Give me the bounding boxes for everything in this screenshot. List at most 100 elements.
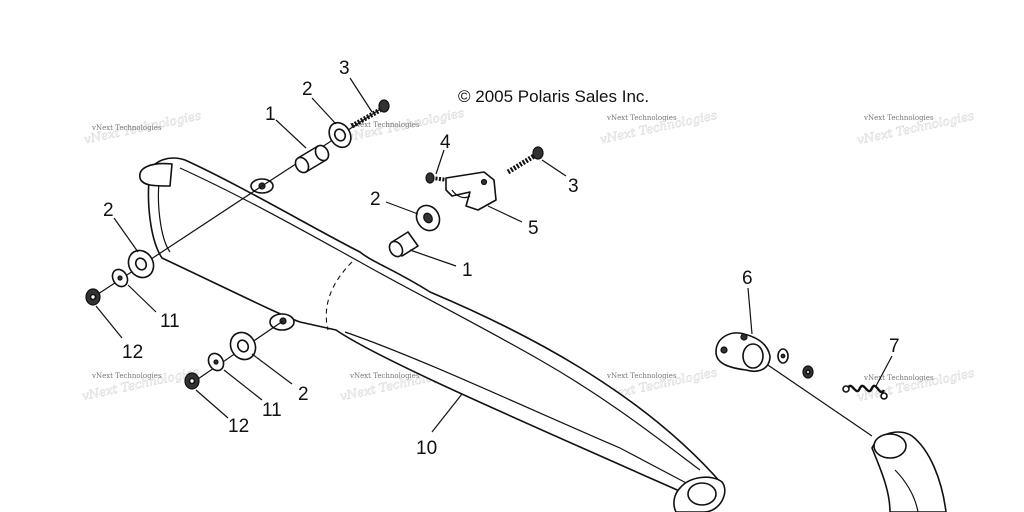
washer-11-lower-hole — [213, 359, 219, 365]
leader-c11a — [127, 284, 157, 313]
nut-flange-hole — [805, 369, 811, 375]
left-upper-stack — [85, 185, 263, 306]
callout-2-upper: 2 — [302, 79, 313, 100]
muffler-body — [147, 157, 723, 501]
watermark-5: vNext Technologies vNext Technologies — [80, 364, 200, 403]
watermark-3: vNext Technologies vNext Technologies — [598, 108, 718, 147]
nut-12-lower-hole — [188, 377, 196, 385]
watermark-text-2: vNext Technologies — [349, 121, 420, 129]
callout-2-lower: 2 — [298, 384, 309, 405]
callout-5: 5 — [528, 218, 539, 239]
bushing-1-bracket-face — [388, 240, 404, 258]
watermark-text-7: vNext Technologies — [606, 372, 677, 380]
nut-12-lower — [184, 372, 200, 390]
watermark-text-8: vNext Technologies — [863, 374, 934, 382]
bolt-upper-shank — [350, 107, 382, 129]
leader-c2a — [311, 97, 337, 125]
leader-c2b — [385, 201, 419, 215]
callout-6: 6 — [742, 268, 753, 289]
callout-12-left: 12 — [122, 342, 143, 363]
flange-assembly — [715, 332, 888, 437]
callout-3-bracket: 3 — [568, 176, 579, 197]
grommet-upper — [328, 121, 352, 149]
grommet-2-left-upper — [127, 249, 155, 279]
leader-c2c — [113, 217, 139, 253]
washer-11-left-upper-hole — [117, 275, 123, 281]
bolt-3-lower — [506, 146, 544, 175]
bushing-upper-face — [294, 156, 310, 174]
bolt-upper-head — [378, 99, 390, 113]
bolt-3-lower-head — [532, 146, 544, 160]
watermark-text-1: vNext Technologies — [91, 124, 162, 132]
lower-stack — [184, 320, 284, 390]
spring-7 — [842, 384, 888, 400]
bracket-assembly — [388, 146, 544, 258]
callout-3-upper: 3 — [339, 58, 350, 79]
muffler-lower-edge — [344, 331, 691, 486]
grommet-2-left-upper-inner — [134, 257, 148, 271]
grommet-2-lower-inner — [236, 339, 250, 353]
leader-c12a — [95, 305, 123, 339]
muffler-hidden-edge — [325, 261, 353, 331]
muffler-outlet-opening — [687, 482, 717, 506]
muffler-seam — [179, 167, 701, 471]
leader-c6 — [747, 287, 753, 335]
muffler-inlet-stub — [139, 162, 173, 187]
washer-flange — [777, 348, 789, 364]
bracket-5 — [445, 171, 497, 211]
spring-7-hook-left — [842, 385, 850, 393]
leader-c7 — [875, 355, 893, 387]
callouts: 1 2 3 4 3 2 5 1 2 11 12 2 11 12 10 6 7 — [103, 58, 900, 459]
bolt-upper — [350, 99, 390, 129]
leader-c12b — [195, 389, 229, 419]
callout-11-left: 11 — [160, 311, 180, 332]
watermark-4: vNext Technologies vNext Technologies — [855, 108, 975, 147]
leader-c3a — [349, 77, 373, 113]
bracket-5-bend — [451, 189, 471, 199]
watermark-text-5: vNext Technologies — [91, 372, 162, 380]
leader-c4 — [435, 149, 445, 175]
nut-flange — [802, 365, 814, 379]
leader-c1a — [275, 119, 307, 149]
callout-12-lower: 12 — [228, 416, 249, 437]
leader-c2d — [251, 353, 293, 385]
watermark-text-4: vNext Technologies — [863, 114, 934, 122]
spring-7-coils — [846, 384, 886, 394]
exhaust-pipe-opening — [873, 433, 907, 459]
copyright-text: © 2005 Polaris Sales Inc. — [458, 87, 649, 106]
callout-leaders — [95, 77, 893, 433]
exhaust-pipe — [871, 431, 947, 512]
watermark-text-6: vNext Technologies — [349, 372, 420, 380]
watermark-1: vNext Technologies vNext Technologies — [82, 108, 202, 147]
watermark-text-3: vNext Technologies — [606, 114, 677, 122]
flange-6-collar — [742, 343, 764, 369]
spring-7-hook-right — [880, 392, 888, 400]
screw-4 — [425, 172, 449, 184]
leader-c3b — [541, 159, 567, 177]
bolt-3-lower-shank — [506, 153, 536, 175]
bracket-5-hole — [480, 178, 488, 186]
callout-2-bracket: 2 — [370, 189, 381, 210]
bushing-upper-end — [314, 144, 330, 162]
callout-1-upper: 1 — [265, 104, 276, 125]
leader-c1b — [409, 249, 457, 267]
callout-2-left: 2 — [103, 200, 114, 221]
callout-4: 4 — [440, 132, 451, 153]
screw-4-shank — [431, 176, 449, 182]
leader-c10 — [431, 393, 463, 433]
screw-4-head — [425, 172, 435, 184]
grommet-2-lower — [229, 331, 257, 361]
leader-c5 — [487, 205, 523, 223]
flange-6 — [715, 332, 771, 372]
flange-6-bolt-hole-top — [740, 333, 748, 341]
nut-12-left-upper-hole — [89, 293, 97, 301]
nut-12-left-upper — [85, 288, 101, 306]
callout-1-bracket: 1 — [462, 260, 473, 281]
flange-6-bolt-hole-left — [720, 346, 728, 354]
grommet-2-bracket-inner — [423, 212, 433, 224]
washer-11-lower — [207, 352, 225, 372]
upper-mount-hardware — [261, 99, 390, 187]
washer-flange-hole — [780, 353, 786, 359]
